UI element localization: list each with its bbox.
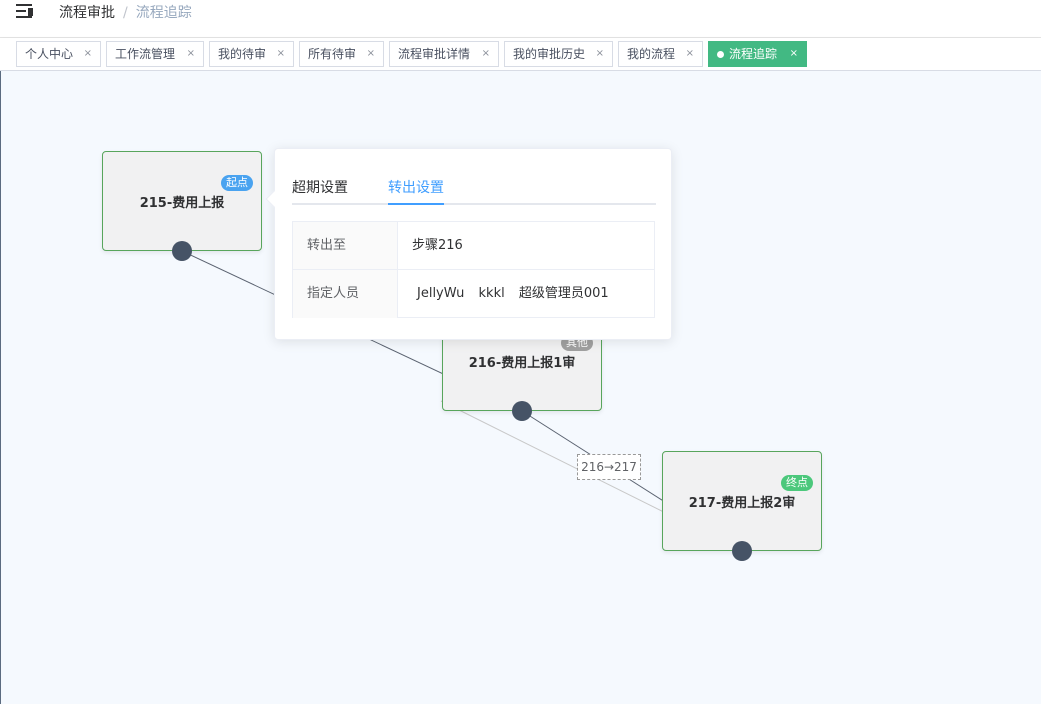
breadcrumb: 流程审批 / 流程追踪 — [59, 4, 192, 22]
close-icon[interactable]: × — [83, 48, 92, 59]
tag-my-process[interactable]: 我的流程 × — [618, 41, 703, 67]
tag-personal-center[interactable]: 个人中心 × — [16, 41, 101, 67]
node-title: 216-费用上报1审 — [468, 356, 576, 371]
desc-row-transfer-to: 转出至 步骤216 — [293, 222, 654, 270]
transfer-descriptions: 转出至 步骤216 指定人员 JellyWu kkkl 超级管理员001 — [292, 221, 655, 318]
node-anchor-icon[interactable] — [732, 541, 752, 561]
node-badge-end: 终点 — [781, 475, 813, 491]
tag-all-pending[interactable]: 所有待审 × — [299, 41, 384, 67]
tab-transfer-settings[interactable]: 转出设置 — [388, 180, 444, 196]
tag-my-pending[interactable]: 我的待审 × — [209, 41, 294, 67]
breadcrumb-item-tracking: 流程追踪 — [135, 5, 192, 21]
close-icon[interactable]: × — [481, 48, 490, 59]
desc-value-transfer-target: 步骤216 — [412, 238, 463, 253]
edge-label-216-217[interactable]: 216→217 — [577, 454, 641, 480]
node-anchor-icon[interactable] — [172, 241, 192, 261]
tag-label: 我的流程 — [627, 47, 676, 61]
menu-toggle-icon[interactable] — [16, 4, 36, 20]
node-detail-popover: 超期设置 转出设置 转出至 步骤216 指定人员 JellyWu kkkl 超级… — [265, 148, 672, 340]
active-dot-icon — [717, 51, 724, 58]
close-icon[interactable]: × — [366, 48, 375, 59]
breadcrumb-separator: / — [123, 5, 128, 21]
tags-view-bar: 个人中心 × 工作流管理 × 我的待审 × 所有待审 × 流程审批详情 × 我的… — [0, 38, 1041, 71]
tag-my-approval-history[interactable]: 我的审批历史 × — [504, 41, 613, 67]
flow-node-217[interactable]: 终点 217-费用上报2审 — [662, 451, 822, 561]
tag-label: 流程追踪 — [729, 47, 778, 61]
close-icon[interactable]: × — [595, 48, 604, 59]
person-tag: 超级管理员001 — [518, 286, 609, 301]
person-tag: JellyWu — [417, 286, 465, 301]
desc-label: 指定人员 — [293, 270, 398, 318]
desc-label: 转出至 — [293, 222, 398, 269]
tag-label: 个人中心 — [25, 47, 74, 61]
breadcrumb-item-approval[interactable]: 流程审批 — [59, 5, 115, 21]
tag-label: 所有待审 — [308, 47, 357, 61]
tab-timeout-settings[interactable]: 超期设置 — [292, 180, 348, 196]
close-icon[interactable]: × — [186, 48, 195, 59]
close-icon[interactable]: × — [789, 48, 798, 59]
tag-approval-detail[interactable]: 流程审批详情 × — [389, 41, 499, 67]
popover-tabs: 超期设置 转出设置 — [292, 167, 656, 205]
node-anchor-icon[interactable] — [512, 401, 532, 421]
tag-label: 我的待审 — [218, 47, 267, 61]
node-title: 217-费用上报2审 — [688, 496, 796, 511]
tag-label: 工作流管理 — [115, 47, 176, 61]
tag-label: 我的审批历史 — [513, 47, 586, 61]
desc-value-people: JellyWu kkkl 超级管理员001 — [417, 270, 619, 318]
close-icon[interactable]: × — [276, 48, 285, 59]
top-navbar: 流程审批 / 流程追踪 — [0, 0, 1041, 38]
active-tab-indicator — [388, 203, 444, 205]
tag-workflow-management[interactable]: 工作流管理 × — [106, 41, 204, 67]
person-tag: kkkl — [478, 286, 505, 301]
node-title: 215-费用上报 — [139, 196, 225, 211]
tag-label: 流程审批详情 — [398, 47, 471, 61]
node-badge-start: 起点 — [221, 175, 253, 191]
close-icon[interactable]: × — [685, 48, 694, 59]
flow-node-215[interactable]: 起点 215-费用上报 — [102, 151, 262, 261]
tag-process-tracking[interactable]: 流程追踪 × — [708, 41, 807, 67]
desc-row-assigned-people: 指定人员 JellyWu kkkl 超级管理员001 — [293, 270, 654, 318]
